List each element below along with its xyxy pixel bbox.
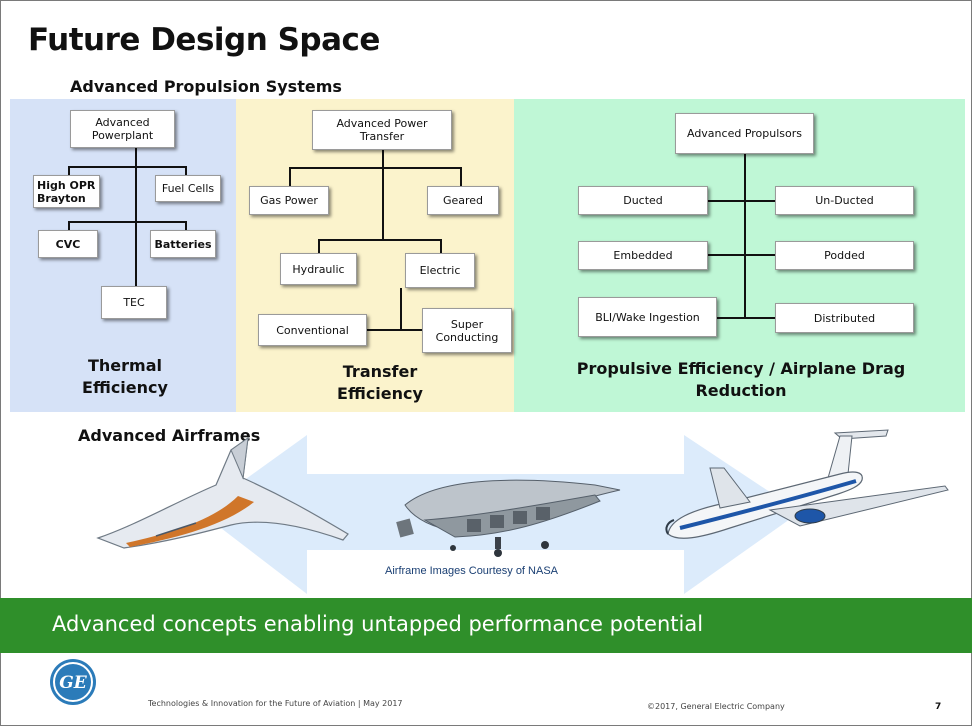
node-ducted: Ducted xyxy=(578,186,708,215)
transfer-branch-3 xyxy=(367,329,422,331)
thermal-drop-2b xyxy=(185,221,187,230)
hybrid-wing-body-aircraft-image xyxy=(396,479,621,557)
tube-and-wing-aircraft-image xyxy=(665,429,949,539)
node-un-ducted: Un-Ducted xyxy=(775,186,914,215)
thermal-drop-2a xyxy=(68,221,70,230)
node-electric: Electric xyxy=(405,253,475,288)
transfer-drop-1a xyxy=(289,167,291,186)
ge-logo-icon: GE xyxy=(50,659,96,705)
transfer-drop-2b xyxy=(440,239,442,253)
node-cvc: CVC xyxy=(38,230,98,258)
node-super-conducting: Super Conducting xyxy=(422,308,512,353)
key-message-banner: Advanced concepts enabling untapped perf… xyxy=(0,598,972,653)
node-advanced-propulsors: Advanced Propulsors xyxy=(675,113,814,154)
node-high-opr-brayton: High OPR Brayton xyxy=(33,175,100,208)
thermal-drop-1a xyxy=(68,166,70,175)
node-batteries: Batteries xyxy=(150,230,216,258)
node-podded: Podded xyxy=(775,241,914,270)
slide-title: Future Design Space xyxy=(28,22,380,58)
footer-copyright: ©2017, General Electric Company xyxy=(647,702,785,711)
node-advanced-power-transfer: Advanced Power Transfer xyxy=(312,110,452,150)
transfer-trunk xyxy=(382,150,384,241)
node-tec: TEC xyxy=(101,286,167,319)
node-bli-wake-ingestion: BLI/Wake Ingestion xyxy=(578,297,717,337)
propulsive-branch-1 xyxy=(708,200,779,202)
node-gas-power: Gas Power xyxy=(249,186,329,215)
transfer-drop-2a xyxy=(318,239,320,253)
transfer-branch-1 xyxy=(289,167,462,169)
transfer-drop-1b xyxy=(460,167,462,186)
thermal-caption: Thermal Efficiency xyxy=(82,356,168,397)
node-distributed: Distributed xyxy=(775,303,914,333)
transfer-caption: Transfer Efficiency xyxy=(337,362,423,403)
thermal-trunk xyxy=(135,148,137,290)
svg-text:GE: GE xyxy=(59,673,88,693)
thermal-branch-1 xyxy=(68,166,187,168)
banner-text: Advanced concepts enabling untapped perf… xyxy=(52,612,704,636)
transfer-branch-2 xyxy=(318,239,442,241)
node-embedded: Embedded xyxy=(578,241,708,270)
node-conventional: Conventional xyxy=(258,314,367,346)
transfer-trunk-2 xyxy=(400,288,402,331)
section-subtitle: Advanced Propulsion Systems xyxy=(70,77,342,96)
node-geared: Geared xyxy=(427,186,499,215)
page-number: 7 xyxy=(935,702,942,712)
footer-event: Technologies & Innovation for the Future… xyxy=(148,699,403,708)
node-hydraulic: Hydraulic xyxy=(280,253,357,285)
propulsive-trunk xyxy=(744,154,746,318)
node-fuel-cells: Fuel Cells xyxy=(155,175,221,202)
propulsive-caption: Propulsive Efficiency / Airplane Drag Re… xyxy=(576,359,906,400)
image-credit: Airframe Images Courtesy of NASA xyxy=(385,565,559,577)
node-advanced-powerplant: Advanced Powerplant xyxy=(70,110,175,148)
thermal-drop-1b xyxy=(185,166,187,175)
thermal-branch-2 xyxy=(68,221,187,223)
propulsive-branch-3 xyxy=(717,317,779,319)
blended-wing-aircraft-image xyxy=(96,436,349,549)
propulsive-branch-2 xyxy=(708,254,779,256)
